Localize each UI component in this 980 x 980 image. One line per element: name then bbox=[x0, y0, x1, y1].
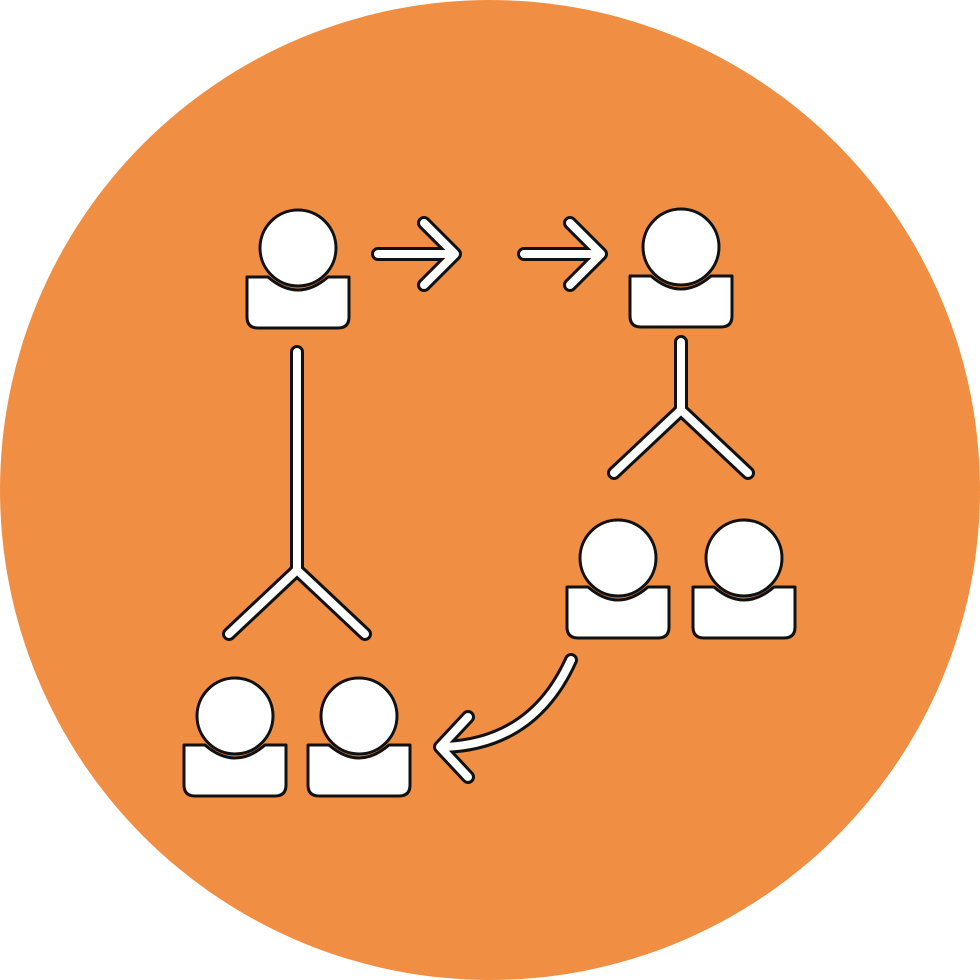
curved-arrow-icon bbox=[433, 653, 578, 784]
split-connector-icon-right bbox=[607, 335, 755, 480]
right-arrow-icon-1 bbox=[371, 216, 462, 292]
split-connector-icon-left bbox=[222, 345, 372, 641]
right-arrow-icon-2 bbox=[517, 216, 608, 292]
